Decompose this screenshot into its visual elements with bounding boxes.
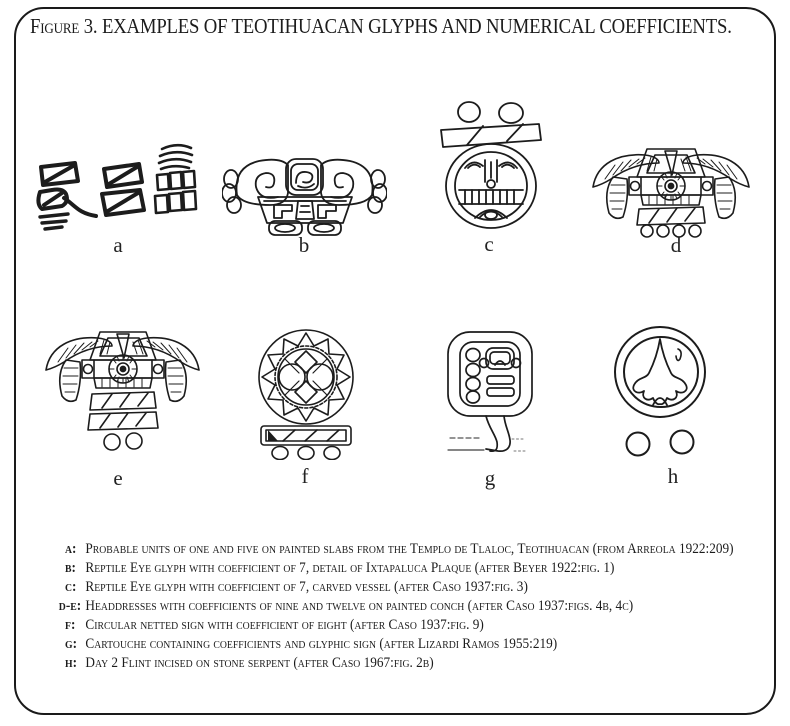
caption-g-text: Cartouche containing coefficients and gl… xyxy=(85,636,558,652)
glyph-g xyxy=(440,328,540,463)
caption-c: c: Reptile Eye glyph with coefficient of… xyxy=(65,578,739,597)
glyph-b-label: b xyxy=(298,233,310,257)
glyph-e-drawing xyxy=(45,331,200,451)
caption-list: a: Probable units of one and five on pai… xyxy=(59,540,739,673)
glyph-b xyxy=(222,143,387,237)
glyph-a xyxy=(28,140,198,235)
caption-f-text: Circular netted sign with coefficient of… xyxy=(85,617,484,633)
caption-g-key: g: xyxy=(65,636,78,652)
caption-g: g: Cartouche containing coefficients and… xyxy=(65,635,739,654)
caption-a-key: a: xyxy=(65,541,77,557)
glyph-f-drawing xyxy=(258,329,354,460)
caption-b-text: Reptile Eye glyph with coefficient of 7,… xyxy=(85,560,615,576)
glyph-f-label: f xyxy=(301,464,309,488)
glyph-c xyxy=(435,100,547,230)
glyph-e-label: e xyxy=(113,466,123,490)
caption-b-key: b: xyxy=(65,560,76,576)
caption-a-text: Probable units of one and five on painte… xyxy=(85,541,734,557)
glyph-a-drawing xyxy=(36,143,198,231)
glyph-d-drawing xyxy=(592,148,750,238)
figure-number: Figure 3. xyxy=(30,14,98,38)
glyph-b-drawing xyxy=(222,158,387,236)
caption-c-key: c: xyxy=(65,579,77,595)
caption-h-text: Day 2 Flint incised on stone serpent (af… xyxy=(85,655,434,671)
glyph-h xyxy=(608,325,712,460)
glyph-d-label: d xyxy=(670,233,682,257)
figure-title-text: EXAMPLES OF TEOTIHUACAN GLYPHS AND NUMER… xyxy=(101,14,732,38)
glyph-h-drawing xyxy=(614,326,706,457)
glyph-e xyxy=(40,318,205,463)
caption-c-text: Reptile Eye glyph with coefficient of 7,… xyxy=(85,579,528,595)
glyph-a-label: a xyxy=(113,233,123,257)
glyph-g-drawing xyxy=(447,331,533,453)
caption-d-e-key: d-e: xyxy=(58,598,82,614)
glyph-d xyxy=(585,133,757,238)
caption-h-key: h: xyxy=(65,655,78,671)
glyph-g-label: g xyxy=(484,466,496,490)
glyph-h-label: h xyxy=(667,464,679,488)
caption-d-e: d-e: Headdresses with coefficients of ni… xyxy=(59,597,739,616)
glyph-f xyxy=(247,325,365,460)
caption-b: b: Reptile Eye glyph with coefficient of… xyxy=(65,559,739,578)
caption-a: a: Probable units of one and five on pai… xyxy=(65,540,739,559)
figure-border xyxy=(14,7,776,715)
caption-d-e-text: Headdresses with coefficients of nine an… xyxy=(85,598,634,614)
glyph-c-label: c xyxy=(484,232,494,256)
caption-f: f: Circular netted sign with coefficient… xyxy=(65,616,739,635)
caption-h: h: Day 2 Flint incised on stone serpent … xyxy=(65,654,739,673)
caption-f-key: f: xyxy=(65,617,76,633)
figure-title: Figure 3. EXAMPLES OF TEOTIHUACAN GLYPHS… xyxy=(30,14,778,39)
glyph-c-drawing xyxy=(440,101,542,229)
